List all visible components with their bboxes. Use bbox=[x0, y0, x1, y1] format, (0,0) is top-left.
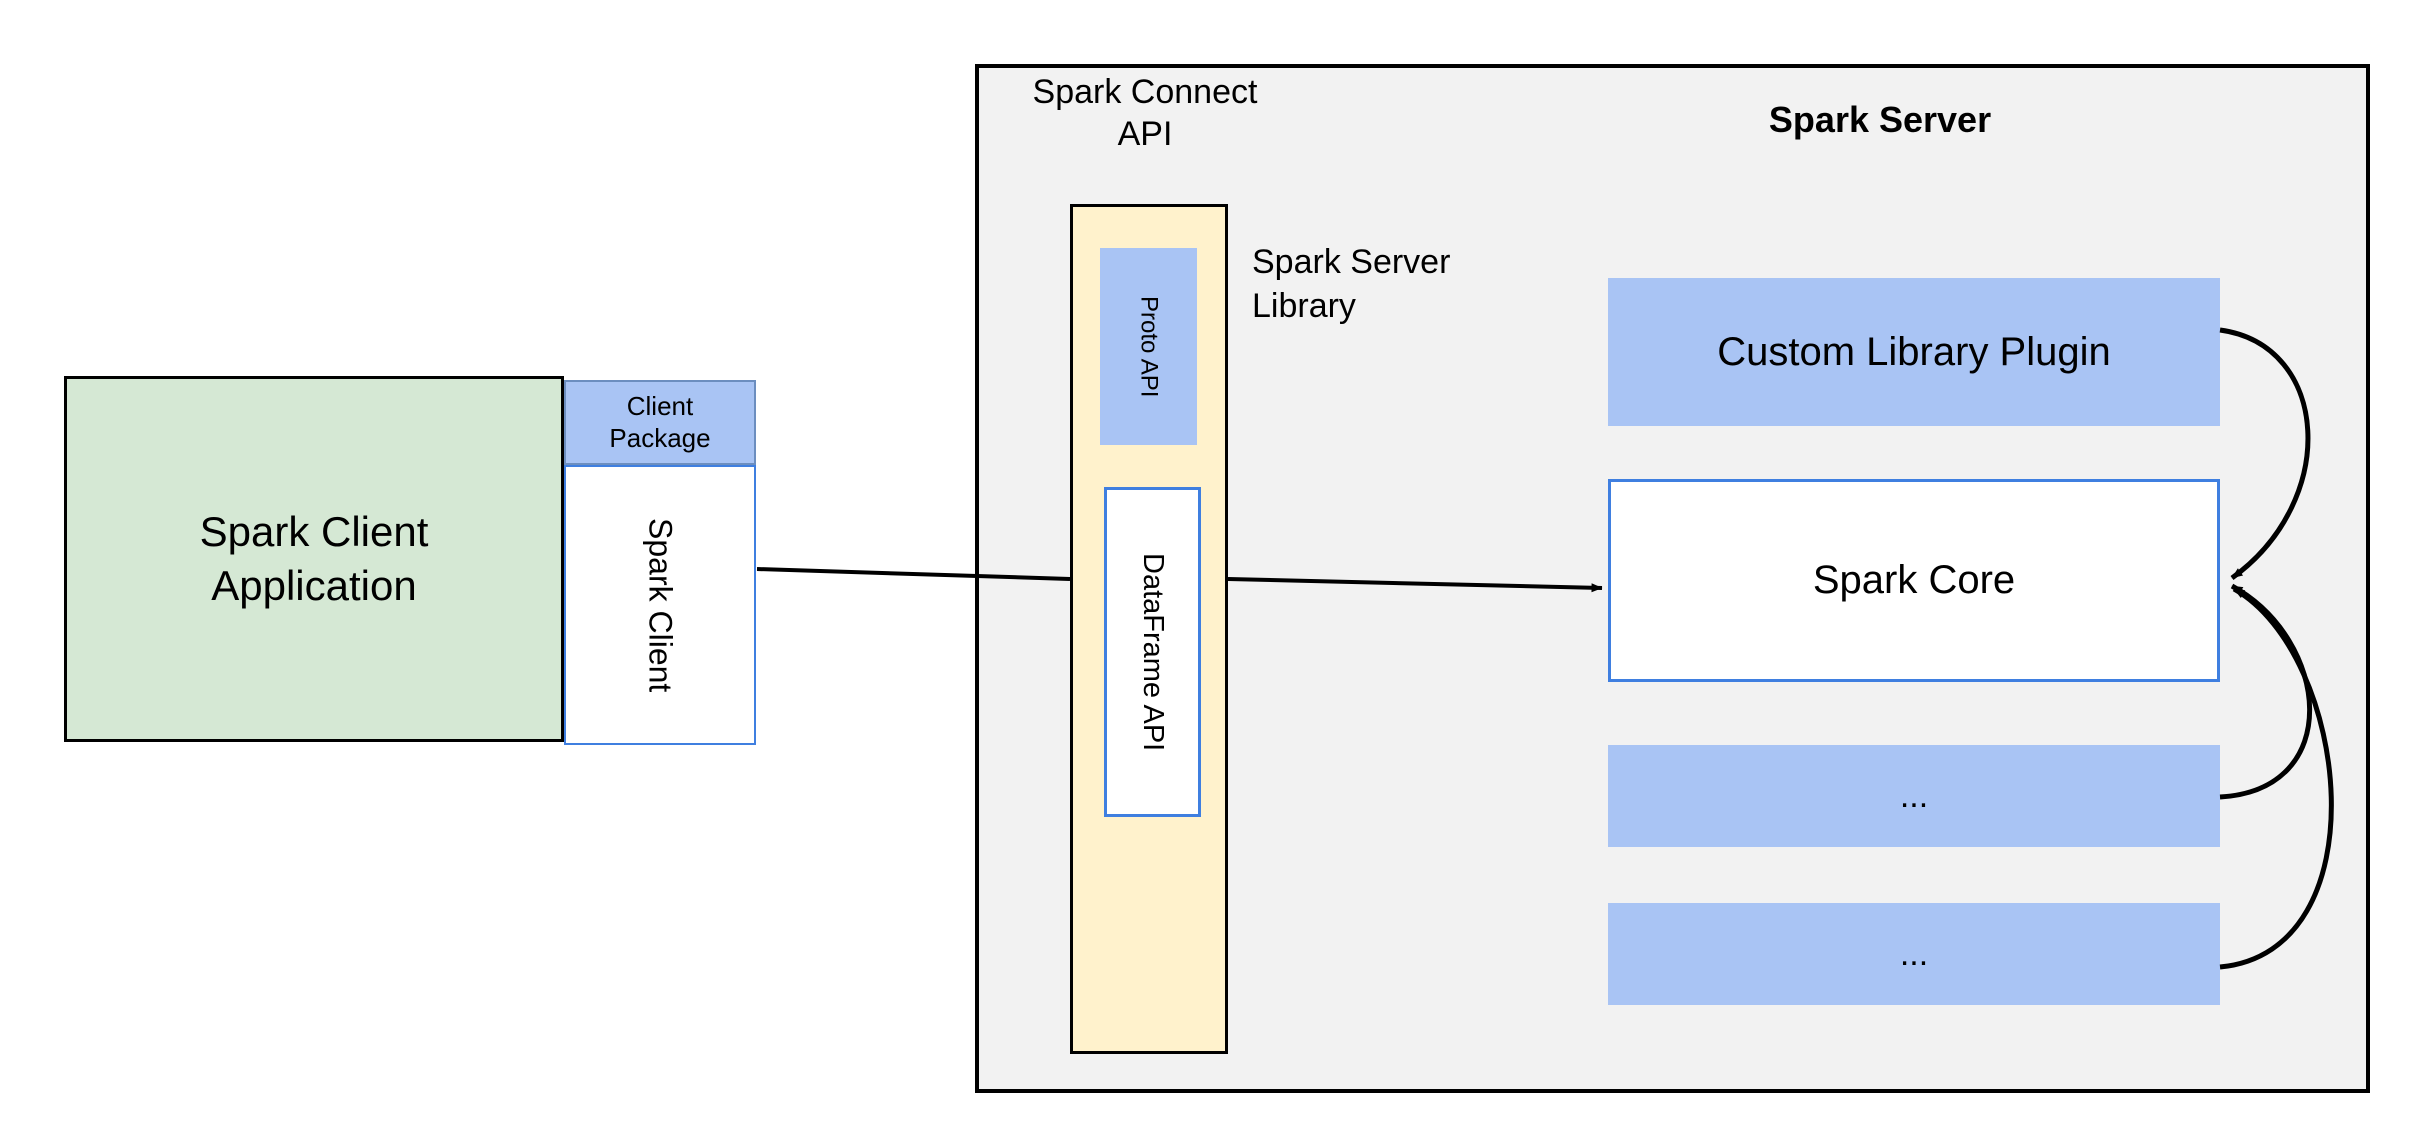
placeholder-two-box[interactable]: ... bbox=[1608, 903, 2220, 1005]
placeholder-two-label: ... bbox=[1899, 934, 1929, 973]
spark-client-application-box[interactable]: Spark Client Application bbox=[64, 376, 564, 742]
spark-server-library-label-line1: Spark Server bbox=[1252, 243, 1451, 282]
client-package-label-line1: Client bbox=[626, 391, 694, 422]
client-package-label-line2: Package bbox=[609, 422, 711, 453]
dataframe-api-box[interactable]: DataFrame API bbox=[1104, 487, 1201, 817]
spark-client-label: Spark Client bbox=[642, 517, 679, 693]
spark-server-library-label-line2: Library bbox=[1252, 287, 1356, 325]
custom-library-plugin-label: Custom Library Plugin bbox=[1717, 329, 2111, 374]
spark-client-application-label-line2: Application bbox=[211, 562, 417, 609]
placeholder-one-box[interactable]: ... bbox=[1608, 745, 2220, 847]
spark-server-library-label: Spark Server Library bbox=[1252, 240, 1552, 330]
proto-api-box[interactable]: Proto API bbox=[1100, 248, 1197, 445]
proto-api-label: Proto API bbox=[1135, 295, 1163, 398]
spark-server-title: Spark Server bbox=[1768, 99, 1992, 140]
placeholder-one-label: ... bbox=[1899, 776, 1929, 815]
spark-client-box[interactable]: Spark Client bbox=[564, 465, 756, 745]
dataframe-api-label: DataFrame API bbox=[1137, 552, 1169, 752]
spark-connect-api-label: Spark Connect API bbox=[1000, 68, 1290, 158]
spark-client-application-label-line1: Spark Client bbox=[199, 508, 429, 556]
client-package-header[interactable]: Client Package bbox=[564, 380, 756, 465]
custom-library-plugin-box[interactable]: Custom Library Plugin bbox=[1608, 278, 2220, 426]
spark-connect-api-label-line1: Spark Connect bbox=[1032, 72, 1258, 111]
spark-connect-api-label-line2: API bbox=[1117, 115, 1173, 153]
spark-core-box[interactable]: Spark Core bbox=[1608, 479, 2220, 682]
spark-core-label: Spark Core bbox=[1812, 558, 2016, 602]
